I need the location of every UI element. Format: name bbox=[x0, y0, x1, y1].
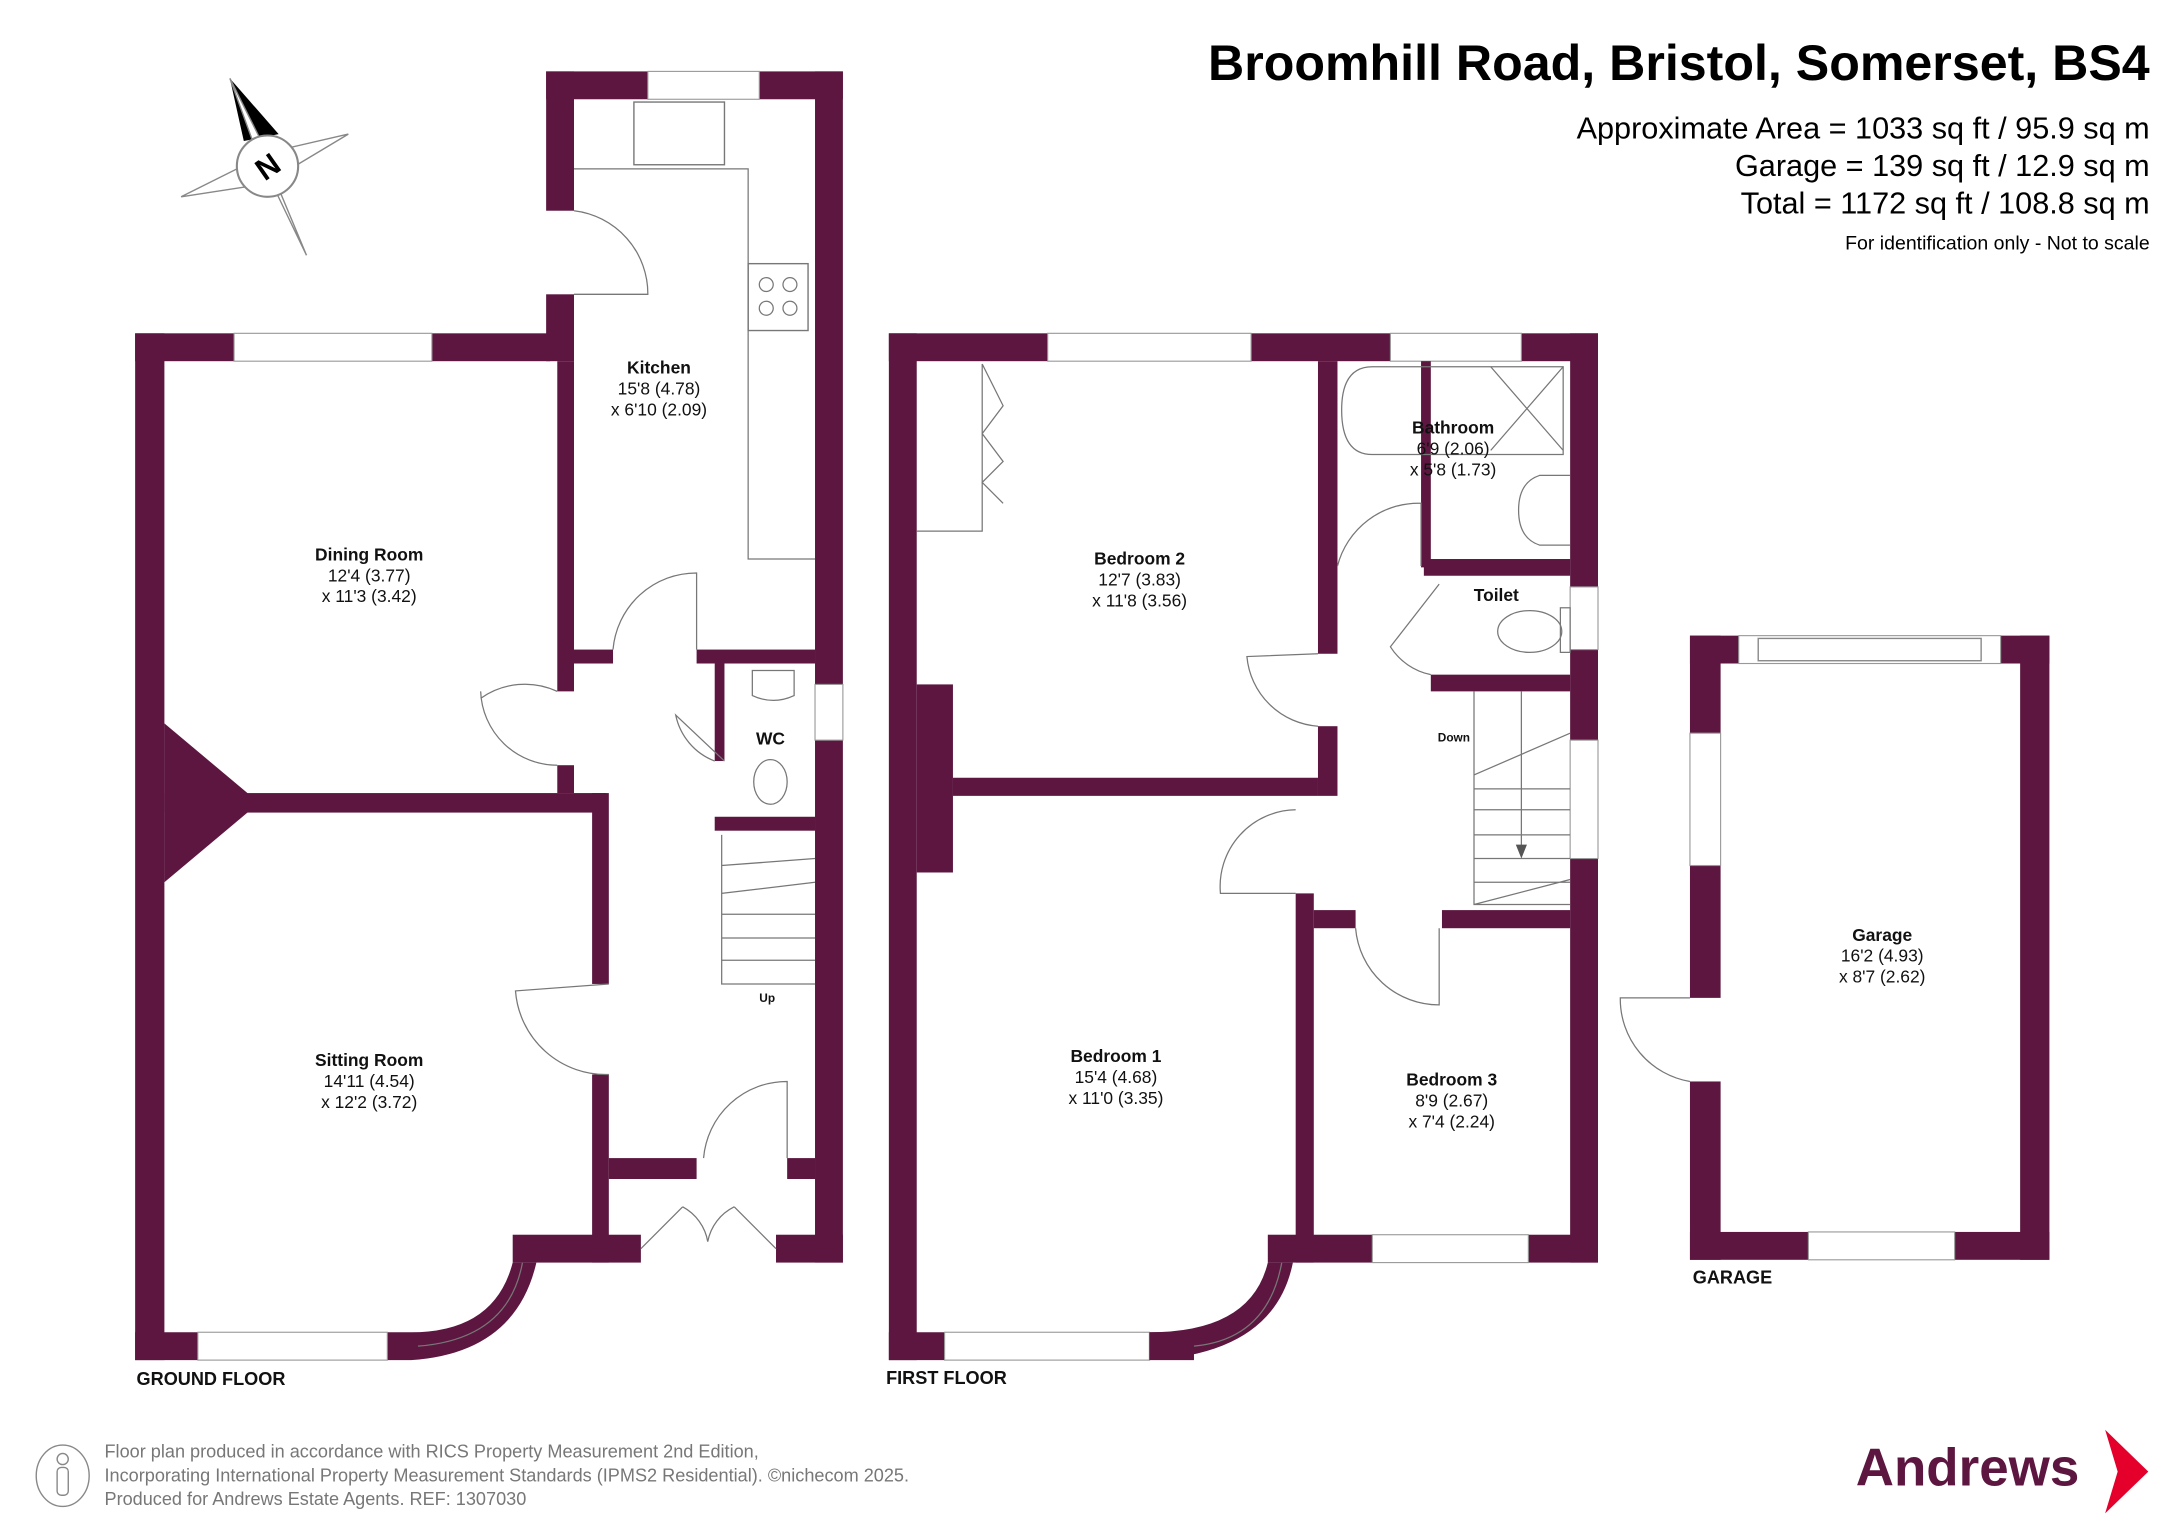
approximate-area: Approximate Area = 1033 sq ft / 95.9 sq … bbox=[1577, 111, 2150, 145]
room-dining-dim2: x 11'3 (3.42) bbox=[322, 586, 417, 606]
room-kitchen-dim2: x 6'10 (2.09) bbox=[611, 400, 707, 420]
garage-plan bbox=[1619, 635, 2050, 1261]
room-sitting-dim1: 14'11 (4.54) bbox=[324, 1071, 415, 1091]
room-bedroom1-name: Bedroom 1 bbox=[1070, 1046, 1161, 1066]
room-bedroom3-dim1: 8'9 (2.67) bbox=[1415, 1091, 1488, 1111]
room-bathroom-dim1: 6'9 (2.06) bbox=[1417, 439, 1490, 459]
svg-text:Andrews: Andrews bbox=[1856, 1438, 2080, 1497]
room-bathroom-dim2: x 5'8 (1.73) bbox=[1410, 459, 1497, 479]
footer-line-2: Incorporating International Property Mea… bbox=[104, 1465, 909, 1485]
room-toilet-name: Toilet bbox=[1474, 585, 1519, 605]
room-kitchen-dim1: 15'8 (4.78) bbox=[618, 379, 701, 399]
ground-floor-plan: Up bbox=[135, 70, 844, 1361]
stairs-up-label: Up bbox=[759, 991, 775, 1005]
property-title: Broomhill Road, Bristol, Somerset, BS4 bbox=[1208, 35, 2150, 91]
room-dining-name: Dining Room bbox=[315, 544, 423, 564]
room-bedroom1-dim1: 15'4 (4.68) bbox=[1075, 1067, 1158, 1087]
room-dining-dim1: 12'4 (3.77) bbox=[328, 565, 411, 585]
room-sitting-name: Sitting Room bbox=[315, 1050, 423, 1070]
room-sitting-dim2: x 12'2 (3.72) bbox=[321, 1092, 417, 1112]
room-bedroom3-dim2: x 7'4 (2.24) bbox=[1408, 1111, 1495, 1131]
andrews-logo: Andrews bbox=[1856, 1429, 2149, 1514]
room-garage-name: Garage bbox=[1852, 925, 1912, 945]
room-wc-name: WC bbox=[756, 728, 785, 748]
ground-floor-label: GROUND FLOOR bbox=[137, 1369, 286, 1389]
room-garage-dim1: 16'2 (4.93) bbox=[1841, 946, 1924, 966]
room-garage-dim2: x 8'7 (2.62) bbox=[1839, 967, 1926, 987]
garage-area: Garage = 139 sq ft / 12.9 sq m bbox=[1735, 149, 2150, 183]
room-bedroom3-name: Bedroom 3 bbox=[1406, 1070, 1497, 1090]
total-area: Total = 1172 sq ft / 108.8 sq m bbox=[1741, 187, 2150, 221]
first-floor-plan: Down bbox=[888, 332, 1599, 1361]
garage-label: GARAGE bbox=[1693, 1267, 1773, 1287]
room-bedroom2-name: Bedroom 2 bbox=[1094, 549, 1185, 569]
footer-line-3: Produced for Andrews Estate Agents. REF:… bbox=[104, 1489, 526, 1509]
disclaimer: For identification only - Not to scale bbox=[1845, 233, 2150, 255]
room-bedroom2-dim2: x 11'8 (3.56) bbox=[1092, 590, 1187, 610]
stairs-down-label: Down bbox=[1438, 731, 1470, 745]
first-floor-label: FIRST FLOOR bbox=[886, 1368, 1007, 1388]
rics-icon bbox=[35, 1444, 90, 1508]
room-bathroom-name: Bathroom bbox=[1412, 418, 1494, 438]
footer-line-1: Floor plan produced in accordance with R… bbox=[104, 1442, 758, 1462]
room-kitchen-name: Kitchen bbox=[627, 358, 691, 378]
room-bedroom2-dim1: 12'7 (3.83) bbox=[1098, 569, 1181, 589]
compass-icon: N bbox=[180, 78, 349, 256]
room-bedroom1-dim2: x 11'0 (3.35) bbox=[1068, 1088, 1163, 1108]
